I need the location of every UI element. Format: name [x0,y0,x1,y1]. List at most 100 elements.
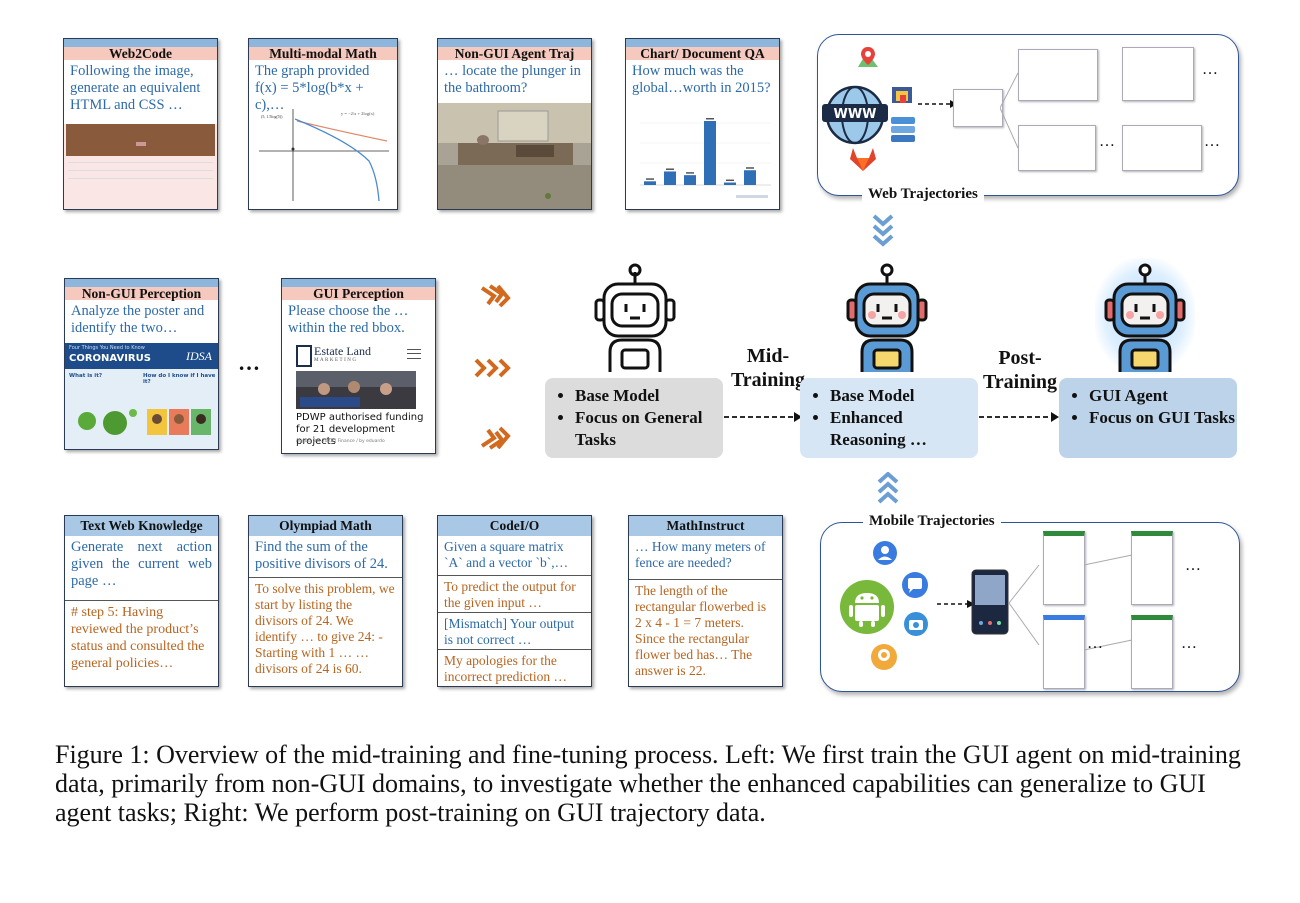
card-answer: To solve this problem, we start by listi… [249,577,402,677]
chart-data-label [666,168,674,170]
ellipsis: … [1204,133,1220,150]
mobile-trajectories-label: Mobile Trajectories [863,513,1001,530]
card-title: MathInstruct [629,516,782,536]
virus-icon [78,409,137,435]
chart-bar [704,121,716,185]
model-bullet: Focus on GUI Tasks [1089,407,1237,429]
card-title: GUI Perception [282,279,435,300]
chevron-down-icon [872,214,894,247]
hamburger-menu-icon [407,349,421,359]
base-model-box: Base Model Focus on General Tasks [545,378,723,458]
brand-logo [296,345,312,367]
card-question: … How many meters of fence are needed? [635,539,766,570]
card-question: Find the sum of the positive divisors of… [255,539,388,572]
contacts-icon [873,541,897,565]
chart-bar [724,182,736,185]
card-answer: To predict the output for the given inpu… [438,575,591,612]
globe-www-icon: WWW [822,85,888,145]
map-pin-icon [858,47,878,67]
poster-left-head: What is it? [69,373,103,379]
figure-caption: Figure 1: Overview of the mid-training a… [55,740,1241,827]
ellipsis: … [1185,557,1201,574]
web-page-thumb [1018,49,1098,101]
post-training-text: Post- Training [982,347,1058,393]
orange-arrow-down-icon [480,284,511,308]
web-page-thumb [953,89,1003,127]
card-gui-perception: GUI Perception Please choose the … withi… [281,278,436,454]
location-icon [871,644,897,670]
card-question: Given a square matrix `A` and a vector `… [444,539,569,570]
poster-title: CORONAVIRUS [69,353,151,364]
dashed-arrow [918,100,957,108]
card-multimodal-math: Multi-modal Math The graph provided f(x)… [248,38,398,210]
chart-data-label [646,178,654,180]
android-icon [840,580,894,634]
card-question: … locate the plunger in the bathroom? [444,63,581,96]
card-olympiad-math: Olympiad Math Find the sum of the positi… [248,515,403,687]
orange-arrow-right-icon [474,358,511,378]
camera-icon [904,612,928,636]
robot-icon [594,263,676,372]
chart-bar [644,181,656,185]
card-title: Non-GUI Agent Traj [438,39,591,60]
ellipsis: … [1099,133,1115,150]
stack-icon [891,117,915,142]
mobile-screen-thumb [1043,615,1085,689]
orange-arrow-up-icon [480,426,511,450]
model-bullet: Base Model [575,385,723,407]
ellipsis: … [1181,635,1197,652]
model-bullet: GUI Agent [1089,385,1237,407]
news-photo [296,371,416,409]
card-answer: My apologies for the incorrect predictio… [438,649,591,685]
robot-gui-icon [1104,263,1186,372]
card-codeio: CodeI/O Given a square matrix `A` and a … [437,515,592,687]
site-brand: Estate Land [314,344,371,358]
web-trajectories-panel: WWW … … … Web Trajectories [817,34,1239,203]
branch-lines [1009,564,1040,646]
mobile-screen-thumb [1043,531,1085,605]
card-feedback: [Mismatch] Your output is not correct … [438,612,591,649]
connector-lines [1084,554,1133,651]
www-label: WWW [833,107,876,122]
card-question: Following the image, generate an equival… [70,63,201,113]
model-bullet: Focus on General Tasks [575,407,723,451]
gitlab-icon [850,148,876,171]
robot-enhanced-icon [846,263,928,372]
poster-thumbnail: Four Things You Need to Know CORONAVIRUS… [65,343,218,449]
card-text-web-knowledge: Text Web Knowledge Generate next action … [64,515,219,687]
web-thumbnail [64,124,217,209]
chart-data-label [746,167,754,169]
enhanced-model-box: Base Model Enhanced Reasoning … [800,378,978,458]
news-headline: PDWP authorised funding for 21 developme… [296,412,424,447]
card-answer: The length of the rectangular flowerbed … [629,579,782,679]
bar-chart-thumbnail [626,103,779,209]
dashed-arrow [937,600,975,608]
card-title: Non-GUI Perception [65,279,218,300]
card-nongui-agent-traj: Non-GUI Agent Traj … locate the plunger … [437,38,592,210]
web-page-thumb [1122,47,1194,101]
ellipsis: … [1202,61,1218,78]
bathroom-thumbnail [438,103,591,209]
card-question: Analyze the poster and identify the two… [71,303,205,336]
card-web2code: Web2Code Following the image, generate a… [63,38,218,210]
chart-bar [744,170,756,185]
mobile-screen-thumb [1131,615,1173,689]
card-nongui-perception: Non-GUI Perception Analyze the poster an… [64,278,219,450]
mobile-screen-thumb [1131,531,1173,605]
dashed-arrow [979,412,1059,422]
chevron-up-icon [877,472,899,504]
chart-data-label [726,179,734,182]
model-bullet: Enhanced Reasoning … [830,407,978,451]
message-icon [902,572,928,598]
card-title: Web2Code [64,39,217,60]
chart-data-label [686,172,694,174]
card-title: Olympiad Math [249,516,402,536]
card-question: The graph provided f(x) = 5*log(b*x + c)… [255,63,370,113]
people-icon [147,409,211,435]
chart-bar [664,171,676,185]
card-title: CodeI/O [438,516,591,536]
chart-bar [684,175,696,185]
card-question: How much was the global…worth in 2015? [632,63,771,96]
mid-training-label: Mid- Training [728,320,808,392]
gui-agent-box: GUI Agent Focus on GUI Tasks [1059,378,1237,458]
